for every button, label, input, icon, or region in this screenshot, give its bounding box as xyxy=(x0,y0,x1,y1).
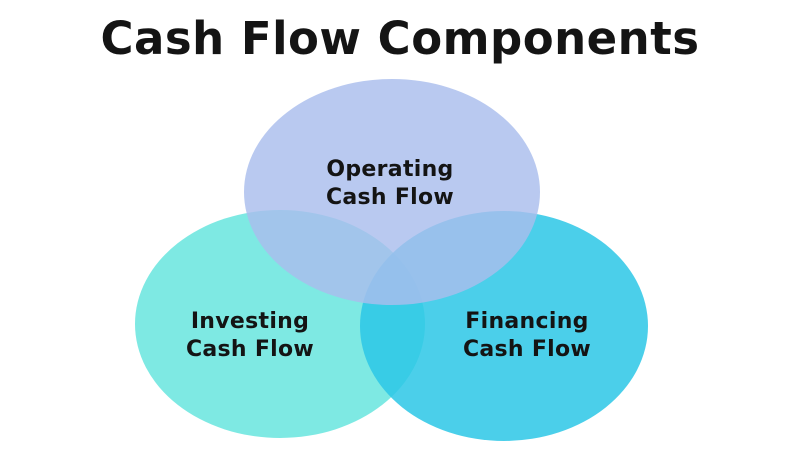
venn-label-investing-line2: Cash Flow xyxy=(185,337,315,362)
venn-label-operating: Operating Cash Flow xyxy=(326,156,454,212)
venn-label-financing-line1: Financing xyxy=(465,309,589,334)
venn-label-operating-line2: Cash Flow xyxy=(325,185,455,210)
venn-label-investing: Investing Cash Flow xyxy=(186,308,314,364)
venn-label-financing: Financing Cash Flow xyxy=(463,308,591,364)
venn-label-operating-line1: Operating xyxy=(326,157,454,182)
venn-label-investing-line1: Investing xyxy=(190,309,310,334)
venn-label-financing-line2: Cash Flow xyxy=(462,337,592,362)
venn-circle-operating xyxy=(244,79,540,305)
page-title: Cash Flow Components xyxy=(100,12,700,65)
